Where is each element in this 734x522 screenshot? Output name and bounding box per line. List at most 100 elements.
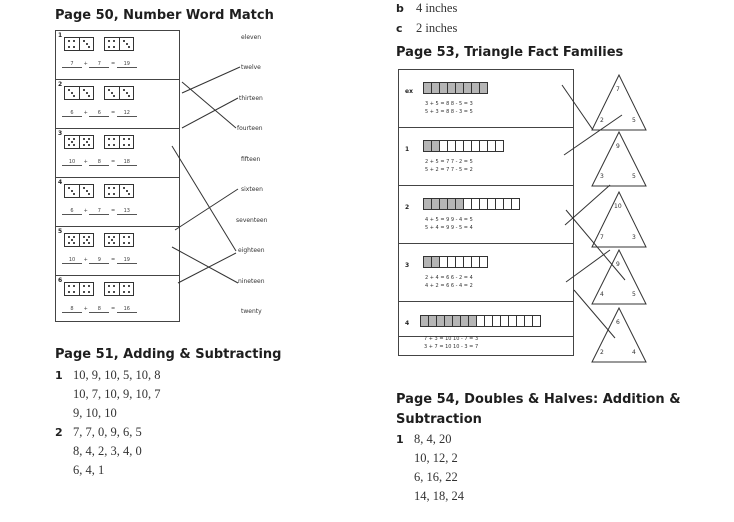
pip [123, 138, 125, 140]
page54-title: Page 54, Doubles & Halves: Addition & Su… [396, 392, 681, 427]
triangle [591, 73, 647, 131]
fact-family-panel: ex 3 + 5 = 8 8 - 5 = 3 5 + 3 = 8 8 - 3 =… [398, 69, 574, 337]
match-line [177, 252, 237, 284]
pip [73, 285, 75, 287]
triangle-right-number: 5 [632, 173, 636, 180]
triangle-right-number: 5 [632, 291, 636, 298]
triangle-left-number: 4 [600, 291, 604, 298]
triangle-top-number: 10 [614, 203, 622, 210]
pip [83, 242, 85, 244]
pip [123, 236, 125, 238]
pip [68, 40, 70, 42]
fact-row: ex 3 + 5 = 8 8 - 5 = 3 5 + 3 = 8 8 - 3 =… [399, 70, 573, 128]
page51-title: Page 51, Adding & Subtracting [55, 347, 282, 362]
number-word: nineteen [238, 278, 265, 285]
pip [73, 138, 75, 140]
pip [123, 40, 125, 42]
pip [113, 187, 115, 189]
pip [125, 92, 128, 94]
page50-title: Page 50, Number Word Match [55, 8, 274, 23]
pip [88, 138, 90, 140]
pip [68, 291, 70, 293]
pip [68, 236, 70, 238]
pip [113, 95, 115, 97]
match-line [564, 184, 611, 226]
pip [73, 40, 75, 42]
pip [68, 138, 70, 140]
pip [108, 187, 110, 189]
fact-row: 2 4 + 5 = 9 9 - 4 = 5 5 + 4 = 9 9 - 5 = … [399, 186, 573, 244]
pip [108, 242, 110, 244]
pip [113, 242, 115, 244]
pip [73, 46, 75, 48]
pip [108, 291, 110, 293]
pip [70, 190, 73, 192]
pip [83, 291, 85, 293]
match-line [573, 289, 616, 339]
pip [68, 242, 70, 244]
number-word: eighteen [238, 247, 265, 254]
pip [128, 236, 130, 238]
pip [128, 193, 130, 195]
pip [83, 144, 85, 146]
domino [104, 37, 134, 51]
pip [128, 242, 130, 244]
pip [108, 138, 110, 140]
answer-line: 4 inches [416, 1, 458, 15]
pip [113, 40, 115, 42]
pip [128, 138, 130, 140]
row-number: 5 [58, 228, 63, 235]
domino [64, 135, 94, 149]
domino [104, 86, 134, 100]
pip [123, 291, 125, 293]
row-number: 3 [58, 130, 63, 137]
answer-line: 9, 10, 10 [73, 406, 117, 420]
pip [108, 89, 110, 91]
pip [123, 89, 125, 91]
answer-line: 7, 7, 0, 9, 6, 5 [73, 425, 142, 439]
pip [88, 291, 90, 293]
pip [123, 242, 125, 244]
ten-frame-bar [423, 198, 520, 210]
triangle-right-number: 4 [632, 349, 636, 356]
match-line [181, 97, 239, 129]
answer-line: 2 inches [416, 21, 458, 35]
pip [83, 285, 85, 287]
addition-equation: 10 + 8 = 18 [62, 159, 137, 166]
domino [64, 37, 94, 51]
fact-equation: 5 + 4 = 9 9 - 5 = 4 [425, 225, 473, 231]
pip [88, 144, 90, 146]
pip [70, 239, 73, 241]
row-number: 3 [405, 262, 410, 269]
match-line [181, 66, 241, 94]
fact-equation: 3 + 5 = 8 8 - 5 = 3 [425, 101, 473, 107]
pip [108, 46, 110, 48]
triangle-left-number: 2 [600, 117, 604, 124]
domino [64, 86, 94, 100]
fact-equation: 4 + 5 = 9 9 - 4 = 5 [425, 217, 473, 223]
pip [85, 141, 88, 143]
ten-frame-bar [420, 315, 541, 327]
match-row: 3 10 + 8 = 18 [56, 129, 179, 178]
number-word: twenty [241, 308, 262, 315]
pip [113, 144, 115, 146]
number-word: sixteen [241, 186, 263, 193]
match-row: 2 6 + 6 = 12 [56, 80, 179, 129]
pip [123, 144, 125, 146]
fact-row: 3 2 + 4 = 6 6 - 2 = 4 4 + 2 = 6 6 - 4 = … [399, 244, 573, 302]
pip [68, 144, 70, 146]
pip [83, 40, 85, 42]
pip [128, 144, 130, 146]
addition-equation: 8 + 8 = 16 [62, 306, 137, 313]
pip [125, 43, 128, 45]
number-word: twelve [241, 64, 261, 71]
triangle [591, 306, 647, 363]
pip [73, 193, 75, 195]
pip [85, 43, 88, 45]
ten-frame-bar [423, 140, 504, 152]
domino [64, 184, 94, 198]
triangle-right-number: 5 [632, 117, 636, 124]
pip [73, 144, 75, 146]
triangle [591, 248, 647, 305]
pip [88, 242, 90, 244]
